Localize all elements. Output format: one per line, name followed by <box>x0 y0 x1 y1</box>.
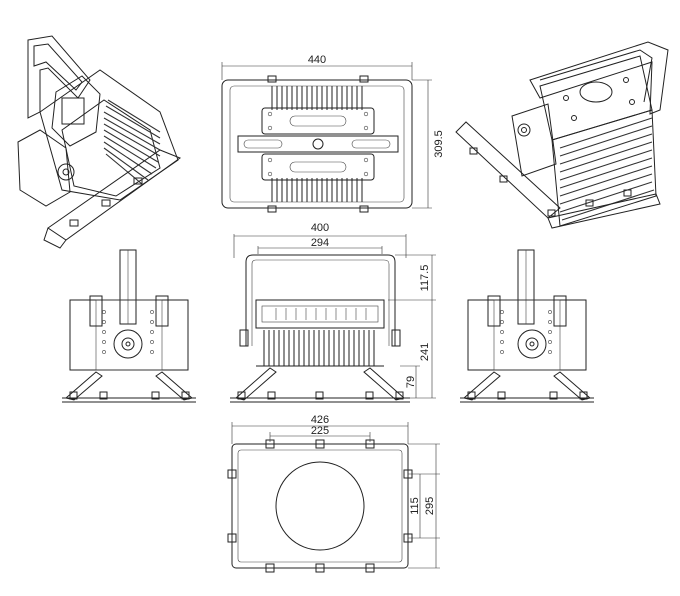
side-slots <box>275 308 367 320</box>
front-width-label: 440 <box>308 54 326 66</box>
front-heatsink-bottom <box>271 178 363 202</box>
bracket-height-label: 117.5 <box>419 265 431 292</box>
side-width-label: 400 <box>311 222 329 234</box>
bottom-height-label: 295 <box>424 497 436 515</box>
side-view-left <box>62 249 196 403</box>
front-view: 440 309.5 <box>221 54 445 213</box>
side-view-right <box>460 249 594 403</box>
isometric-view-left <box>17 35 182 249</box>
bottom-width-label: 426 <box>311 414 329 426</box>
base-height-label: 79 <box>405 376 417 388</box>
lens-circle <box>275 461 365 551</box>
bottom-circle-dim-label: 115 <box>409 497 421 515</box>
side-fins <box>263 330 375 366</box>
front-height-label: 309.5 <box>433 130 445 158</box>
side-view-center: 400 294 117.5 241 79 <box>230 222 436 403</box>
front-heatsink-top <box>271 86 363 110</box>
bottom-view: 426 225 115 295 <box>227 414 440 573</box>
side-inner-width-label: 294 <box>311 237 329 249</box>
heatsink-fins-left <box>103 99 161 185</box>
heatsink-fins-right <box>559 117 655 221</box>
isometric-view-right <box>455 41 669 229</box>
bottom-inner-width-label: 225 <box>311 425 329 437</box>
body-height-label: 241 <box>419 343 431 361</box>
